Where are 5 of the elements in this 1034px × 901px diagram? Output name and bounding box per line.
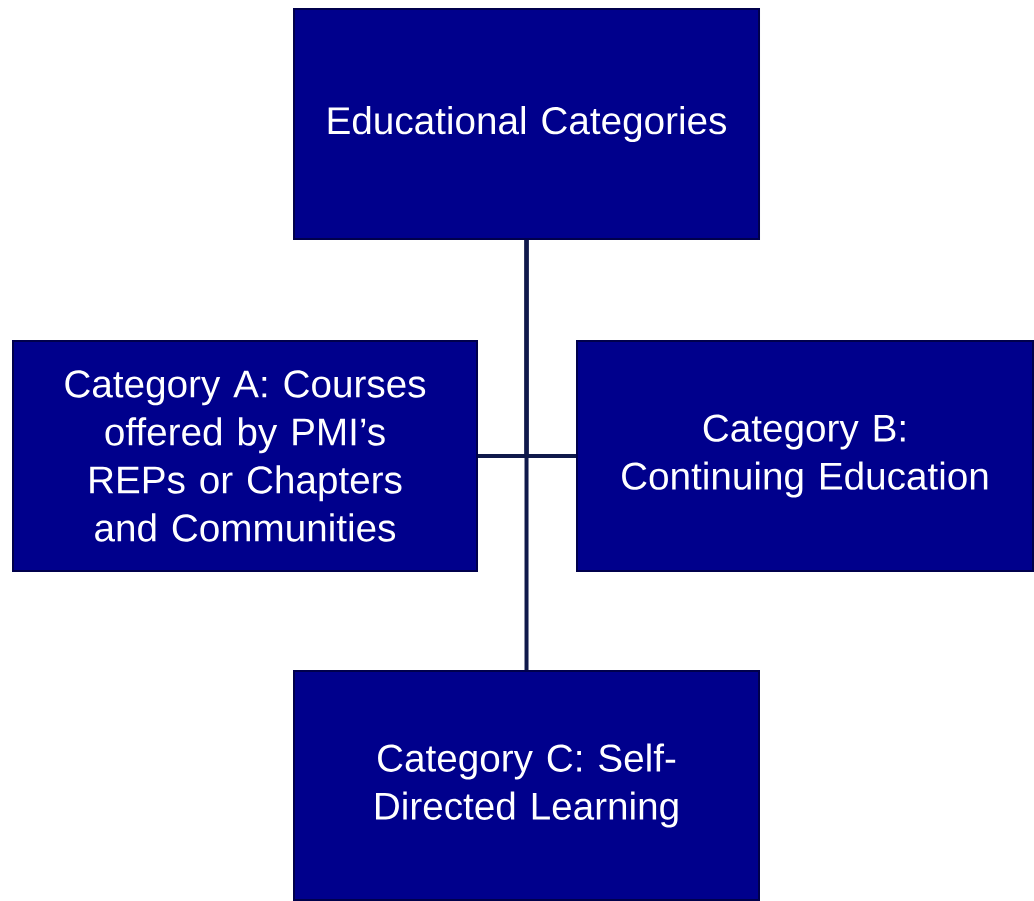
category-box: Category A: Courses offered by PMI’s REPs or Chapters and Communities <box>12 340 478 572</box>
category-box: Category B: Continuing Education <box>576 340 1034 572</box>
connector-line <box>524 240 529 670</box>
category-box: Educational Categories <box>293 8 760 240</box>
category-box: Category C: Self-Directed Learning <box>293 670 760 901</box>
